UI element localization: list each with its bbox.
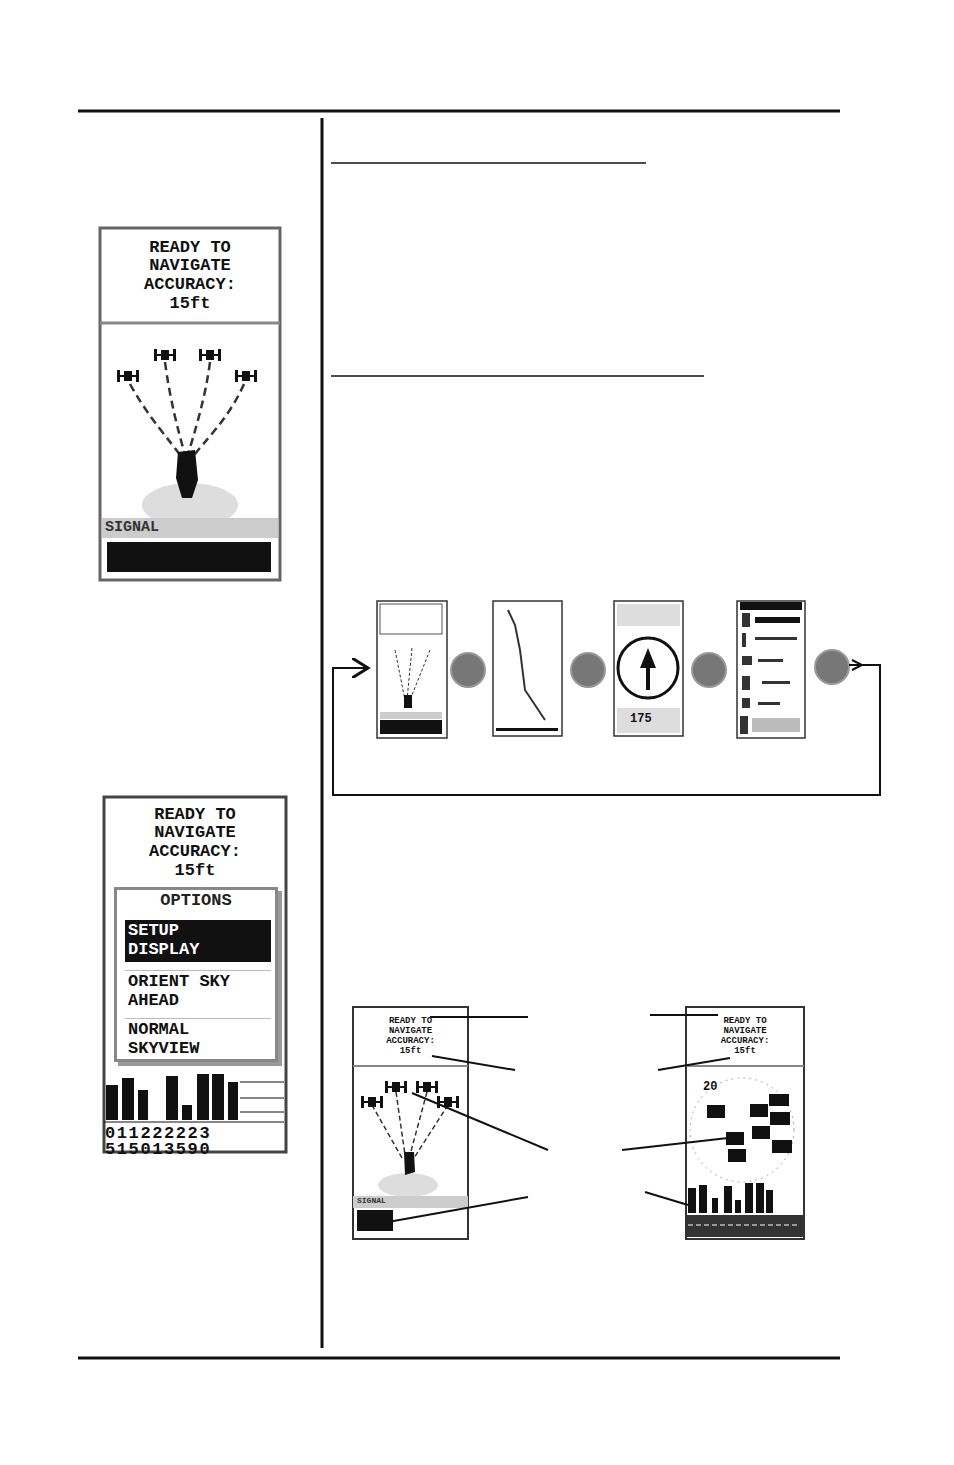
- screen-text: READY TO NAVIGATE ACCURACY: 15ft: [129, 239, 251, 314]
- signal-band: SIGNAL: [354, 1195, 467, 1208]
- screen-text: SETUP DISPLAY: [128, 922, 246, 959]
- screen-text: ORIENT SKY AHEAD: [128, 973, 246, 1010]
- menu-item: ORIENT SKY AHEAD: [125, 970, 271, 1012]
- screen-header: READY TO NAVIGATE ACCURACY: 15ft: [102, 230, 278, 322]
- screen-text: SIGNAL: [357, 1197, 386, 1206]
- screen-label: 20: [703, 1080, 717, 1094]
- menu-item: SETUP DISPLAY: [125, 920, 271, 962]
- screen-header: READY TO NAVIGATE ACCURACY: 15ft: [688, 1009, 802, 1065]
- menu-item: NORMAL SKYVIEW: [125, 1018, 271, 1060]
- screen-label: 515013590: [105, 1140, 211, 1159]
- screen-text: READY TO NAVIGATE ACCURACY: 15ft: [712, 1017, 778, 1057]
- options-menu: OPTIONS SETUP DISPLAY ORIENT SKY AHEAD NORM…: [114, 887, 278, 1062]
- screen-text: NORMAL SKYVIEW: [128, 1021, 246, 1058]
- screen-header: READY TO NAVIGATE ACCURACY: 15ft: [355, 1009, 466, 1065]
- screen-text: READY TO NAVIGATE ACCURACY: 15ft: [134, 806, 256, 881]
- screen-text: SIGNAL: [105, 520, 159, 537]
- signal-band: SIGNAL: [102, 516, 278, 540]
- screen-header: READY TO NAVIGATE ACCURACY: 15ft: [106, 799, 284, 887]
- screen-text: OPTIONS: [160, 892, 231, 911]
- screen-label: 175: [630, 712, 652, 726]
- screen-text: READY TO NAVIGATE ACCURACY: 15ft: [378, 1017, 444, 1057]
